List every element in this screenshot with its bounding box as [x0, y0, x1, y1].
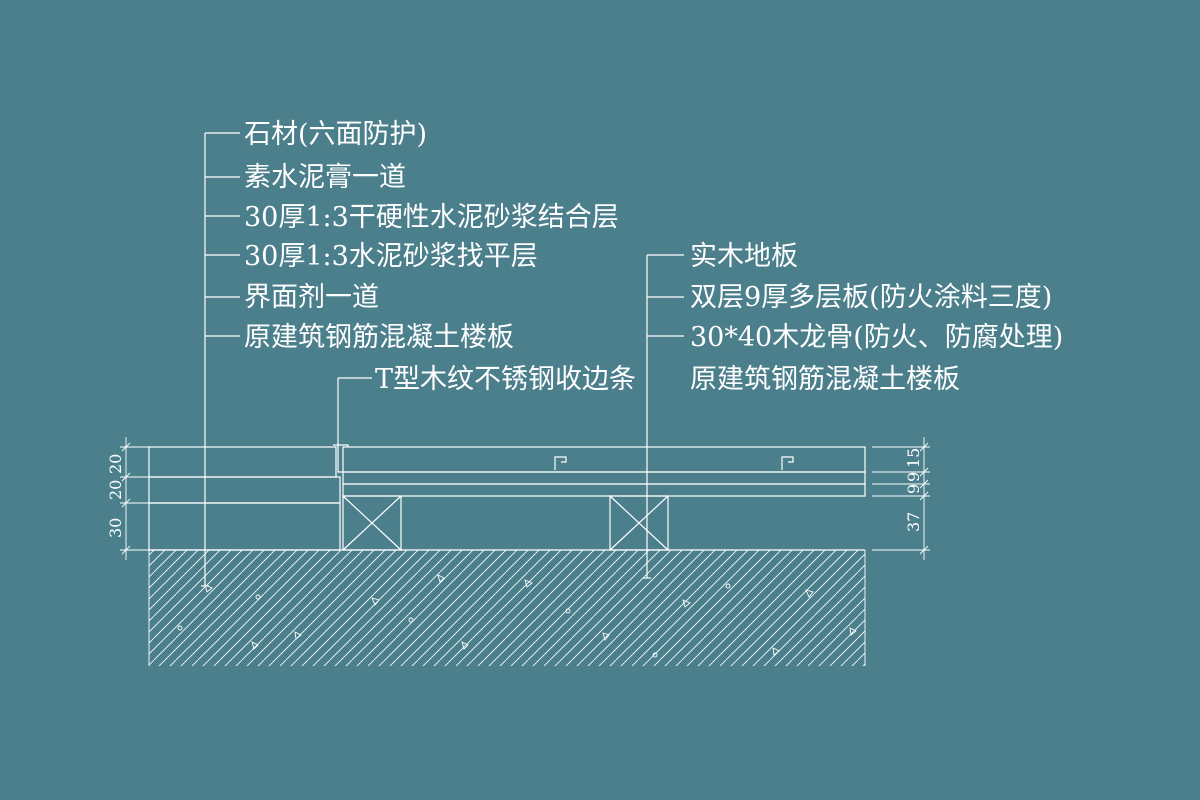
label-bonding-layer: 30厚1:3干硬性水泥砂浆结合层 — [244, 202, 619, 233]
plywood-layer-2 — [342, 483, 866, 497]
leader-lines — [201, 132, 684, 587]
dim-left-stone: 20 — [106, 454, 125, 474]
aggregate-marks — [177, 574, 857, 658]
dimension-right: 15 9 9 37 — [872, 437, 930, 560]
label-cement-paste: 素水泥膏一道 — [244, 162, 406, 193]
label-t-strip: T型木纹不锈钢收边条 — [375, 364, 636, 395]
stone-floor-section — [148, 446, 341, 551]
t-edge-strip — [333, 444, 349, 473]
dim-right-keel: 37 — [904, 512, 923, 532]
leveling-mortar-layer — [148, 502, 341, 551]
dim-left-level: 30 — [106, 518, 125, 538]
plywood-layer-1 — [342, 471, 866, 485]
stone-layer — [148, 446, 337, 478]
tongue-groove-2 — [781, 456, 794, 470]
dim-left-bond: 20 — [106, 480, 125, 500]
label-keel: 30*40木龙骨(防火、防腐处理) — [690, 322, 1063, 353]
label-solid-wood: 实木地板 — [690, 241, 798, 272]
label-slab-right: 原建筑钢筋混凝土楼板 — [690, 364, 960, 395]
tongue-groove-1 — [554, 456, 567, 470]
labels-right: 实木地板 双层9厚多层板(防火涂料三度) 30*40木龙骨(防火、防腐处理) — [690, 241, 1063, 353]
concrete-slab — [148, 549, 866, 666]
timber-floor-section — [333, 444, 866, 551]
label-stone: 石材(六面防护) — [244, 119, 427, 150]
labels-left: 石材(六面防护) 素水泥膏一道 30厚1:3干硬性水泥砂浆结合层 30厚1:3水… — [244, 119, 619, 353]
dim-right-ply2: 9 — [904, 484, 923, 494]
label-plywood: 双层9厚多层板(防火涂料三度) — [690, 282, 1052, 313]
dim-right-ply1: 9 — [904, 472, 923, 482]
dimension-left: 20 20 30 — [106, 437, 149, 560]
bonding-mortar-layer — [148, 476, 341, 504]
dim-right-floor: 15 — [904, 448, 923, 468]
label-interface-agent: 界面剂一道 — [244, 282, 379, 313]
label-leveling-layer: 30厚1:3水泥砂浆找平层 — [244, 241, 538, 272]
wood-keel-left — [342, 495, 402, 551]
label-slab-left: 原建筑钢筋混凝土楼板 — [244, 322, 514, 353]
solid-wood-layer — [342, 446, 866, 473]
wood-keel-right — [609, 495, 669, 551]
